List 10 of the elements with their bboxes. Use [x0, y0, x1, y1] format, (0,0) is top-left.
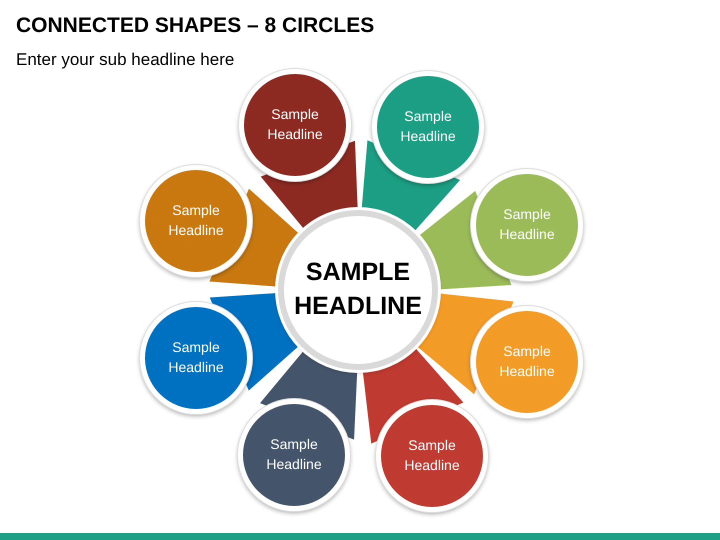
headline-circle: Sample Headline [376, 400, 488, 512]
headline-circle: Sample Headline [471, 306, 583, 418]
headline-circle: Sample Headline [239, 69, 351, 181]
headline-circle: Sample Headline [238, 399, 350, 511]
headline-circle: Sample Headline [372, 71, 484, 183]
headline-circle: Sample Headline [140, 302, 252, 414]
headline-circle: Sample Headline [140, 165, 252, 277]
slide-title: CONNECTED SHAPES – 8 CIRCLES [16, 14, 374, 38]
headline-circle: Sample Headline [471, 169, 583, 281]
subtitle: Enter your sub headline here [16, 50, 234, 70]
